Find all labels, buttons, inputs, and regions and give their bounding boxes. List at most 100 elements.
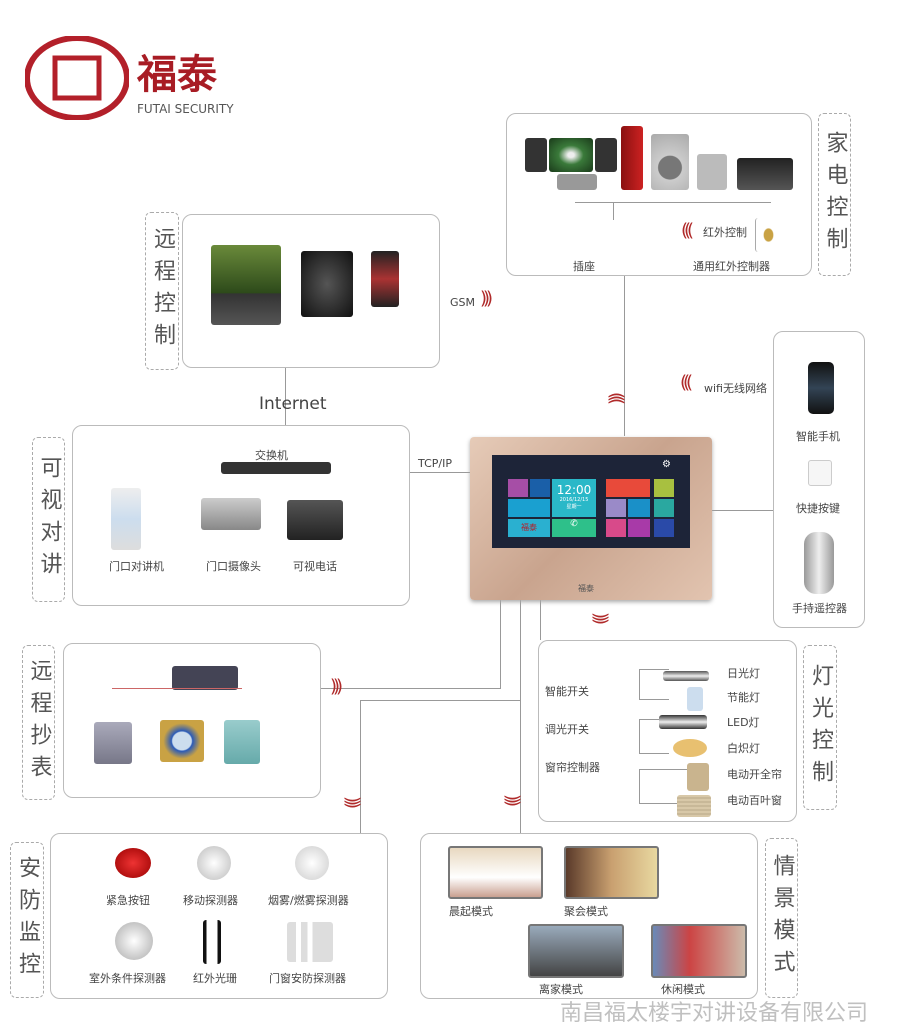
- security-item: 室外条件探测器: [89, 972, 166, 985]
- connector: [500, 600, 501, 689]
- ir-controller-image: [755, 218, 781, 252]
- scene-item: 休闲模式: [661, 983, 705, 996]
- lamp-label: 电动百叶窗: [727, 794, 782, 807]
- water-meter-image: [160, 720, 204, 762]
- meter-box: [63, 643, 321, 798]
- gsm-label: GSM: [450, 296, 475, 309]
- clock-tile: 12:00 2016/12/15 星期一: [552, 479, 596, 517]
- mobile-phone-image: [371, 251, 399, 307]
- door-camera-image: [201, 498, 261, 530]
- signal-waves-icon: ))): [590, 611, 612, 622]
- switch-label: 调光开关: [545, 723, 589, 736]
- security-item: 红外光珊: [193, 972, 237, 985]
- connector: [624, 276, 625, 436]
- intercom-box: 交换机 门口对讲机 门口摄像头 可视电话: [72, 425, 410, 606]
- tv-image: [549, 138, 593, 172]
- scene-box: 晨起模式 聚会模式 离家模式 休闲模式: [420, 833, 758, 999]
- security-box: 紧急按钮 移动探测器 烟雾/燃雾探测器 室外条件探测器 红外光珊 门窗安防探测器: [50, 833, 388, 999]
- electric-meter-image: [224, 720, 260, 764]
- fluorescent-lamp-image: [663, 671, 709, 681]
- security-item: 移动探测器: [183, 894, 238, 907]
- signal-waves-icon: ))): [480, 288, 493, 309]
- lighting-box: 智能开关 调光开关 窗帘控制器 日光灯 节能灯 LED灯 白炽灯 电动开全帘 电…: [538, 640, 797, 822]
- remote-label: 远程控制: [145, 212, 179, 370]
- washer-image: [651, 134, 689, 190]
- emergency-button-image: [115, 848, 151, 878]
- panel-brand: 福泰: [578, 584, 594, 593]
- brand-tile[interactable]: 福泰: [508, 519, 550, 537]
- ir-control-label: 红外控制: [703, 226, 747, 239]
- morning-scene-image: [448, 846, 543, 899]
- socket-label: 插座: [573, 260, 595, 273]
- scene-item: 晨起模式: [449, 905, 493, 918]
- speaker-image: [525, 138, 547, 172]
- lamp-label: LED灯: [727, 716, 760, 729]
- gear-icon[interactable]: ⚙: [662, 459, 671, 470]
- intercom-item: 可视电话: [293, 560, 337, 573]
- connector: [712, 510, 773, 511]
- signal-waves-icon: ))): [330, 676, 343, 697]
- connector: [520, 600, 521, 833]
- call-tile[interactable]: ✆: [552, 519, 596, 537]
- lighting-label: 灯光控制: [803, 645, 837, 810]
- appliance-box: ((( 红外控制 插座 通用红外控制器: [506, 113, 812, 276]
- lamp-label: 白炽灯: [727, 742, 760, 755]
- switch-label: 智能开关: [545, 685, 589, 698]
- watermark: 南昌福太楼宇对讲设备有限公司: [560, 1001, 869, 1026]
- leisure-scene-image: [651, 924, 747, 978]
- remote-controller-image: [804, 532, 834, 594]
- logo-en: FUTAI SECURITY: [137, 102, 234, 116]
- remote-box: [182, 214, 440, 368]
- clock-weekday: 星期一: [566, 504, 582, 510]
- scene-item: 离家模式: [539, 983, 583, 996]
- logo: 福泰 FUTAI SECURITY: [25, 36, 255, 120]
- wifi-waves-icon: (((: [680, 372, 693, 393]
- connector: [285, 368, 286, 425]
- scene-label: 情景模式: [765, 838, 798, 998]
- outdoor-detector-image: [115, 922, 153, 960]
- ir-controller-label: 通用红外控制器: [693, 260, 770, 273]
- fridge-image: [621, 126, 643, 190]
- connector: [360, 700, 361, 833]
- wifi-item: 手持遥控器: [792, 602, 847, 615]
- door-station-image: [111, 488, 141, 550]
- projector-image: [737, 158, 793, 190]
- intercom-label: 可视对讲: [32, 437, 65, 602]
- incandescent-lamp-image: [673, 739, 707, 757]
- logo-emblem-icon: [25, 36, 129, 120]
- appliance-label: 家电控制: [818, 113, 851, 276]
- cfl-lamp-image: [687, 687, 703, 711]
- switch-label: 窗帘控制器: [545, 761, 600, 774]
- wifi-devices-box: 智能手机 快捷按键 手持遥控器: [773, 331, 865, 628]
- panel-screen: ⚙ 福泰 12:00 2016/12/15 星期一 ✆: [492, 455, 690, 548]
- signal-waves-icon: ))): [502, 793, 524, 804]
- curtain-image: [687, 763, 709, 791]
- clock-time: 12:00: [556, 483, 592, 497]
- security-item: 紧急按钮: [106, 894, 150, 907]
- wifi-label: wifi无线网络: [704, 382, 767, 395]
- led-lamp-image: [659, 715, 707, 729]
- desk-phone-image: [301, 251, 353, 317]
- connector: [321, 688, 501, 689]
- blinds-image: [677, 795, 711, 817]
- security-item: 烟雾/燃雾探测器: [268, 894, 349, 907]
- signal-waves-icon: ))): [606, 395, 628, 406]
- clock-date: 2016/12/15: [559, 497, 589, 503]
- lamp-label: 电动开全帘: [727, 768, 782, 781]
- signal-waves-icon: ))): [342, 795, 364, 806]
- tcpip-label: TCP/IP: [418, 457, 452, 470]
- security-label: 安防监控: [10, 842, 44, 998]
- video-phone-image: [287, 500, 343, 540]
- collector-image: [172, 666, 238, 690]
- scene-item: 聚会模式: [564, 905, 608, 918]
- security-item: 门窗安防探测器: [269, 972, 346, 985]
- lamp-label: 节能灯: [727, 691, 760, 704]
- party-scene-image: [564, 846, 659, 899]
- connector: [360, 700, 520, 701]
- internet-label: Internet: [259, 394, 327, 414]
- away-scene-image: [528, 924, 624, 978]
- lamp-label: 日光灯: [727, 667, 760, 680]
- control-panel: ⚙ 福泰 12:00 2016/12/15 星期一 ✆ 福泰: [470, 437, 712, 600]
- door-sensor-image: [287, 922, 333, 962]
- smartphone-image: [808, 362, 834, 414]
